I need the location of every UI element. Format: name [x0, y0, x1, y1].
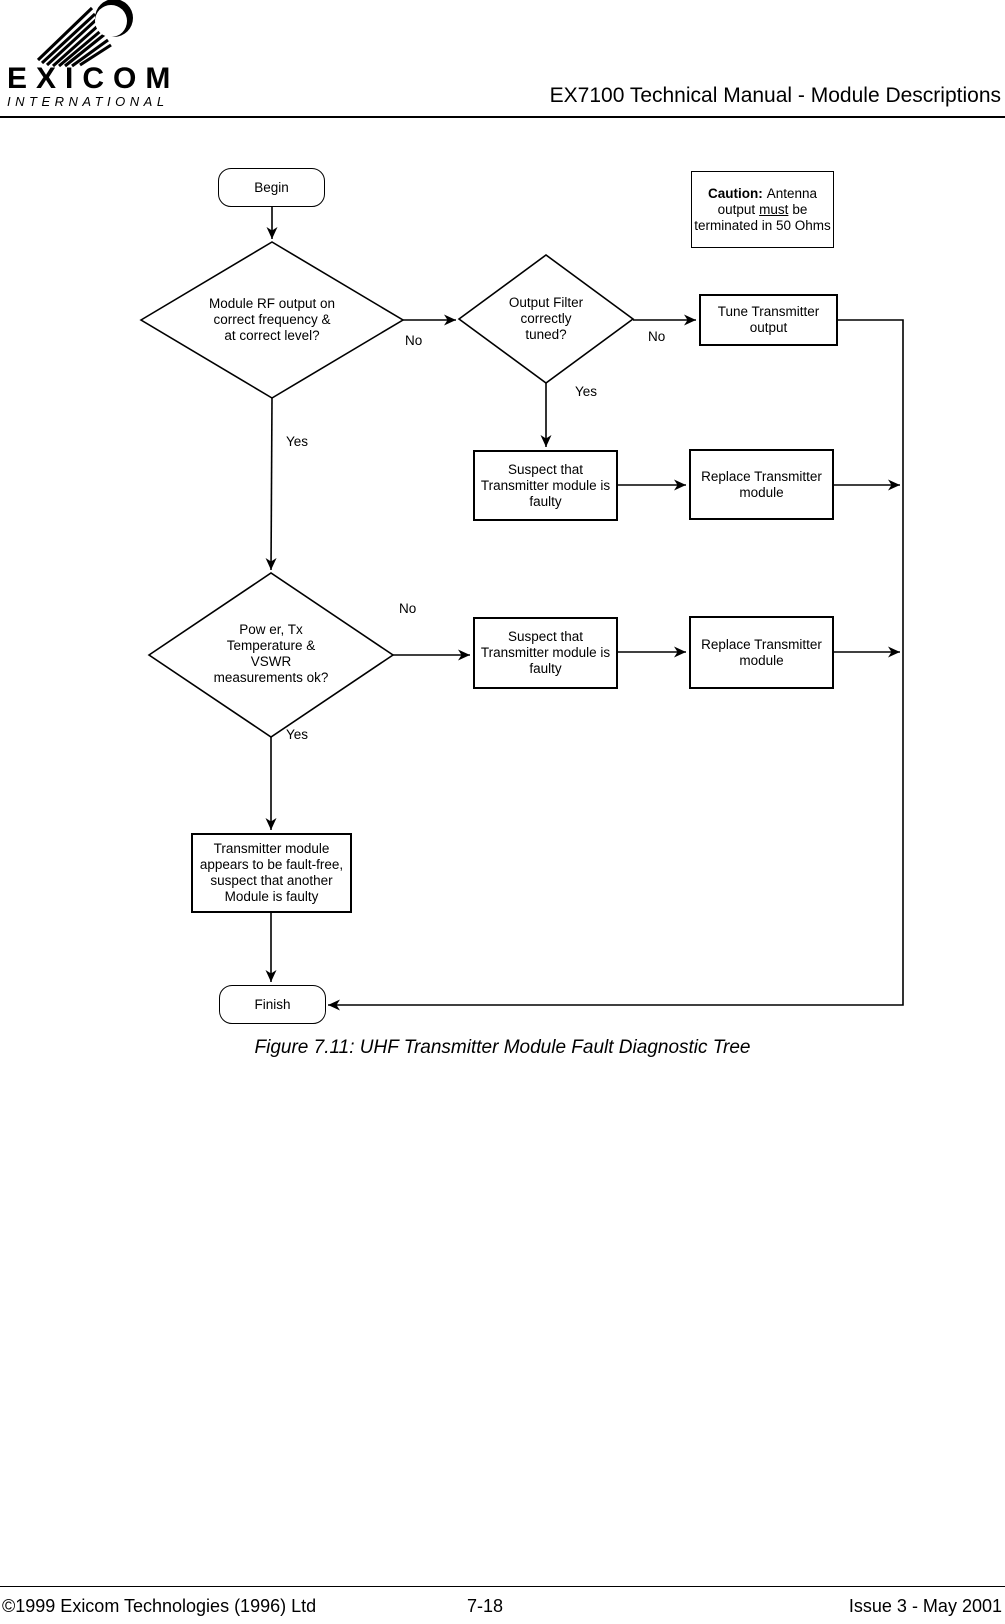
- branch-label-no-1: No: [405, 333, 423, 348]
- branch-label-yes-1: Yes: [286, 434, 309, 449]
- branch-label-yes-2: Yes: [575, 384, 598, 399]
- replace-module-label-1: Replace Transmitter module: [701, 468, 822, 500]
- suspect-module-box-1: Suspect that Transmitter module is fault…: [473, 450, 618, 521]
- caution-line3-text: terminated in 50 Ohms: [694, 217, 831, 233]
- begin-terminator: Begin: [218, 168, 325, 207]
- finish-terminator: Finish: [219, 985, 326, 1024]
- comet-logo-icon: [36, 0, 133, 68]
- decision-rf-output: Module RF output on correct frequency & …: [182, 296, 362, 344]
- caution-line2-underlined: must: [759, 201, 789, 217]
- caution-line-3: terminated in 50 Ohms: [694, 218, 831, 234]
- caution-keyword: Caution:: [707, 185, 763, 201]
- footer-divider: [0, 1586, 1005, 1587]
- decision-output-filter-label: Output Filter correctly tuned?: [508, 295, 584, 342]
- suspect-module-label-1: Suspect that Transmitter module is fault…: [480, 461, 611, 509]
- caution-line1-text: Antenna: [766, 185, 818, 201]
- footer-issue: Issue 3 - May 2001: [848, 1596, 1002, 1616]
- logo-subtitle: INTERNATIONAL: [7, 94, 169, 109]
- suspect-module-label-2: Suspect that Transmitter module is fault…: [480, 629, 611, 676]
- fault-free-label: Transmitter module appears to be fault-f…: [199, 841, 344, 904]
- decision-rf-output-label: Module RF output on correct frequency & …: [208, 296, 336, 343]
- footer-copyright: ©1999 Exicom Technologies (1996) Ltd: [2, 1596, 317, 1616]
- caution-line2-pre: output: [717, 201, 756, 217]
- replace-module-box-2: Replace Transmitter module: [689, 616, 834, 689]
- replace-module-box-1: Replace Transmitter module: [689, 449, 834, 520]
- replace-module-label-2: Replace Transmitter module: [701, 636, 822, 668]
- caution-line-2: output must be: [718, 202, 808, 218]
- logo-wordmark: EXICOM: [7, 62, 180, 95]
- page-header-title: EX7100 Technical Manual - Module Descrip…: [549, 84, 1001, 107]
- suspect-module-box-2: Suspect that Transmitter module is fault…: [473, 617, 618, 689]
- branch-label-no-3: No: [399, 601, 417, 616]
- branch-label-no-2: No: [648, 329, 666, 344]
- tune-transmitter-label: Tune Transmitter output: [717, 304, 820, 335]
- branch-label-yes-3: Yes: [286, 727, 309, 742]
- caution-note: Caution: Antenna output must be terminat…: [691, 171, 834, 248]
- fault-free-box: Transmitter module appears to be fault-f…: [191, 833, 352, 913]
- decision-measurements-label: Pow er, Tx Temperature & VSWR measuremen…: [213, 622, 329, 685]
- decision-measurements: Pow er, Tx Temperature & VSWR measuremen…: [181, 622, 361, 686]
- caution-line2-post: be: [792, 201, 808, 217]
- tune-transmitter-box: Tune Transmitter output: [699, 294, 838, 346]
- figure-caption: Figure 7.11: UHF Transmitter Module Faul…: [254, 1037, 751, 1058]
- caution-line-1: Caution: Antenna: [708, 186, 817, 202]
- decision-output-filter: Output Filter correctly tuned?: [466, 295, 626, 343]
- finish-label: Finish: [254, 996, 291, 1012]
- begin-label: Begin: [254, 179, 289, 195]
- header-divider: [0, 116, 1005, 118]
- footer-page-number: 7-18: [466, 1596, 504, 1616]
